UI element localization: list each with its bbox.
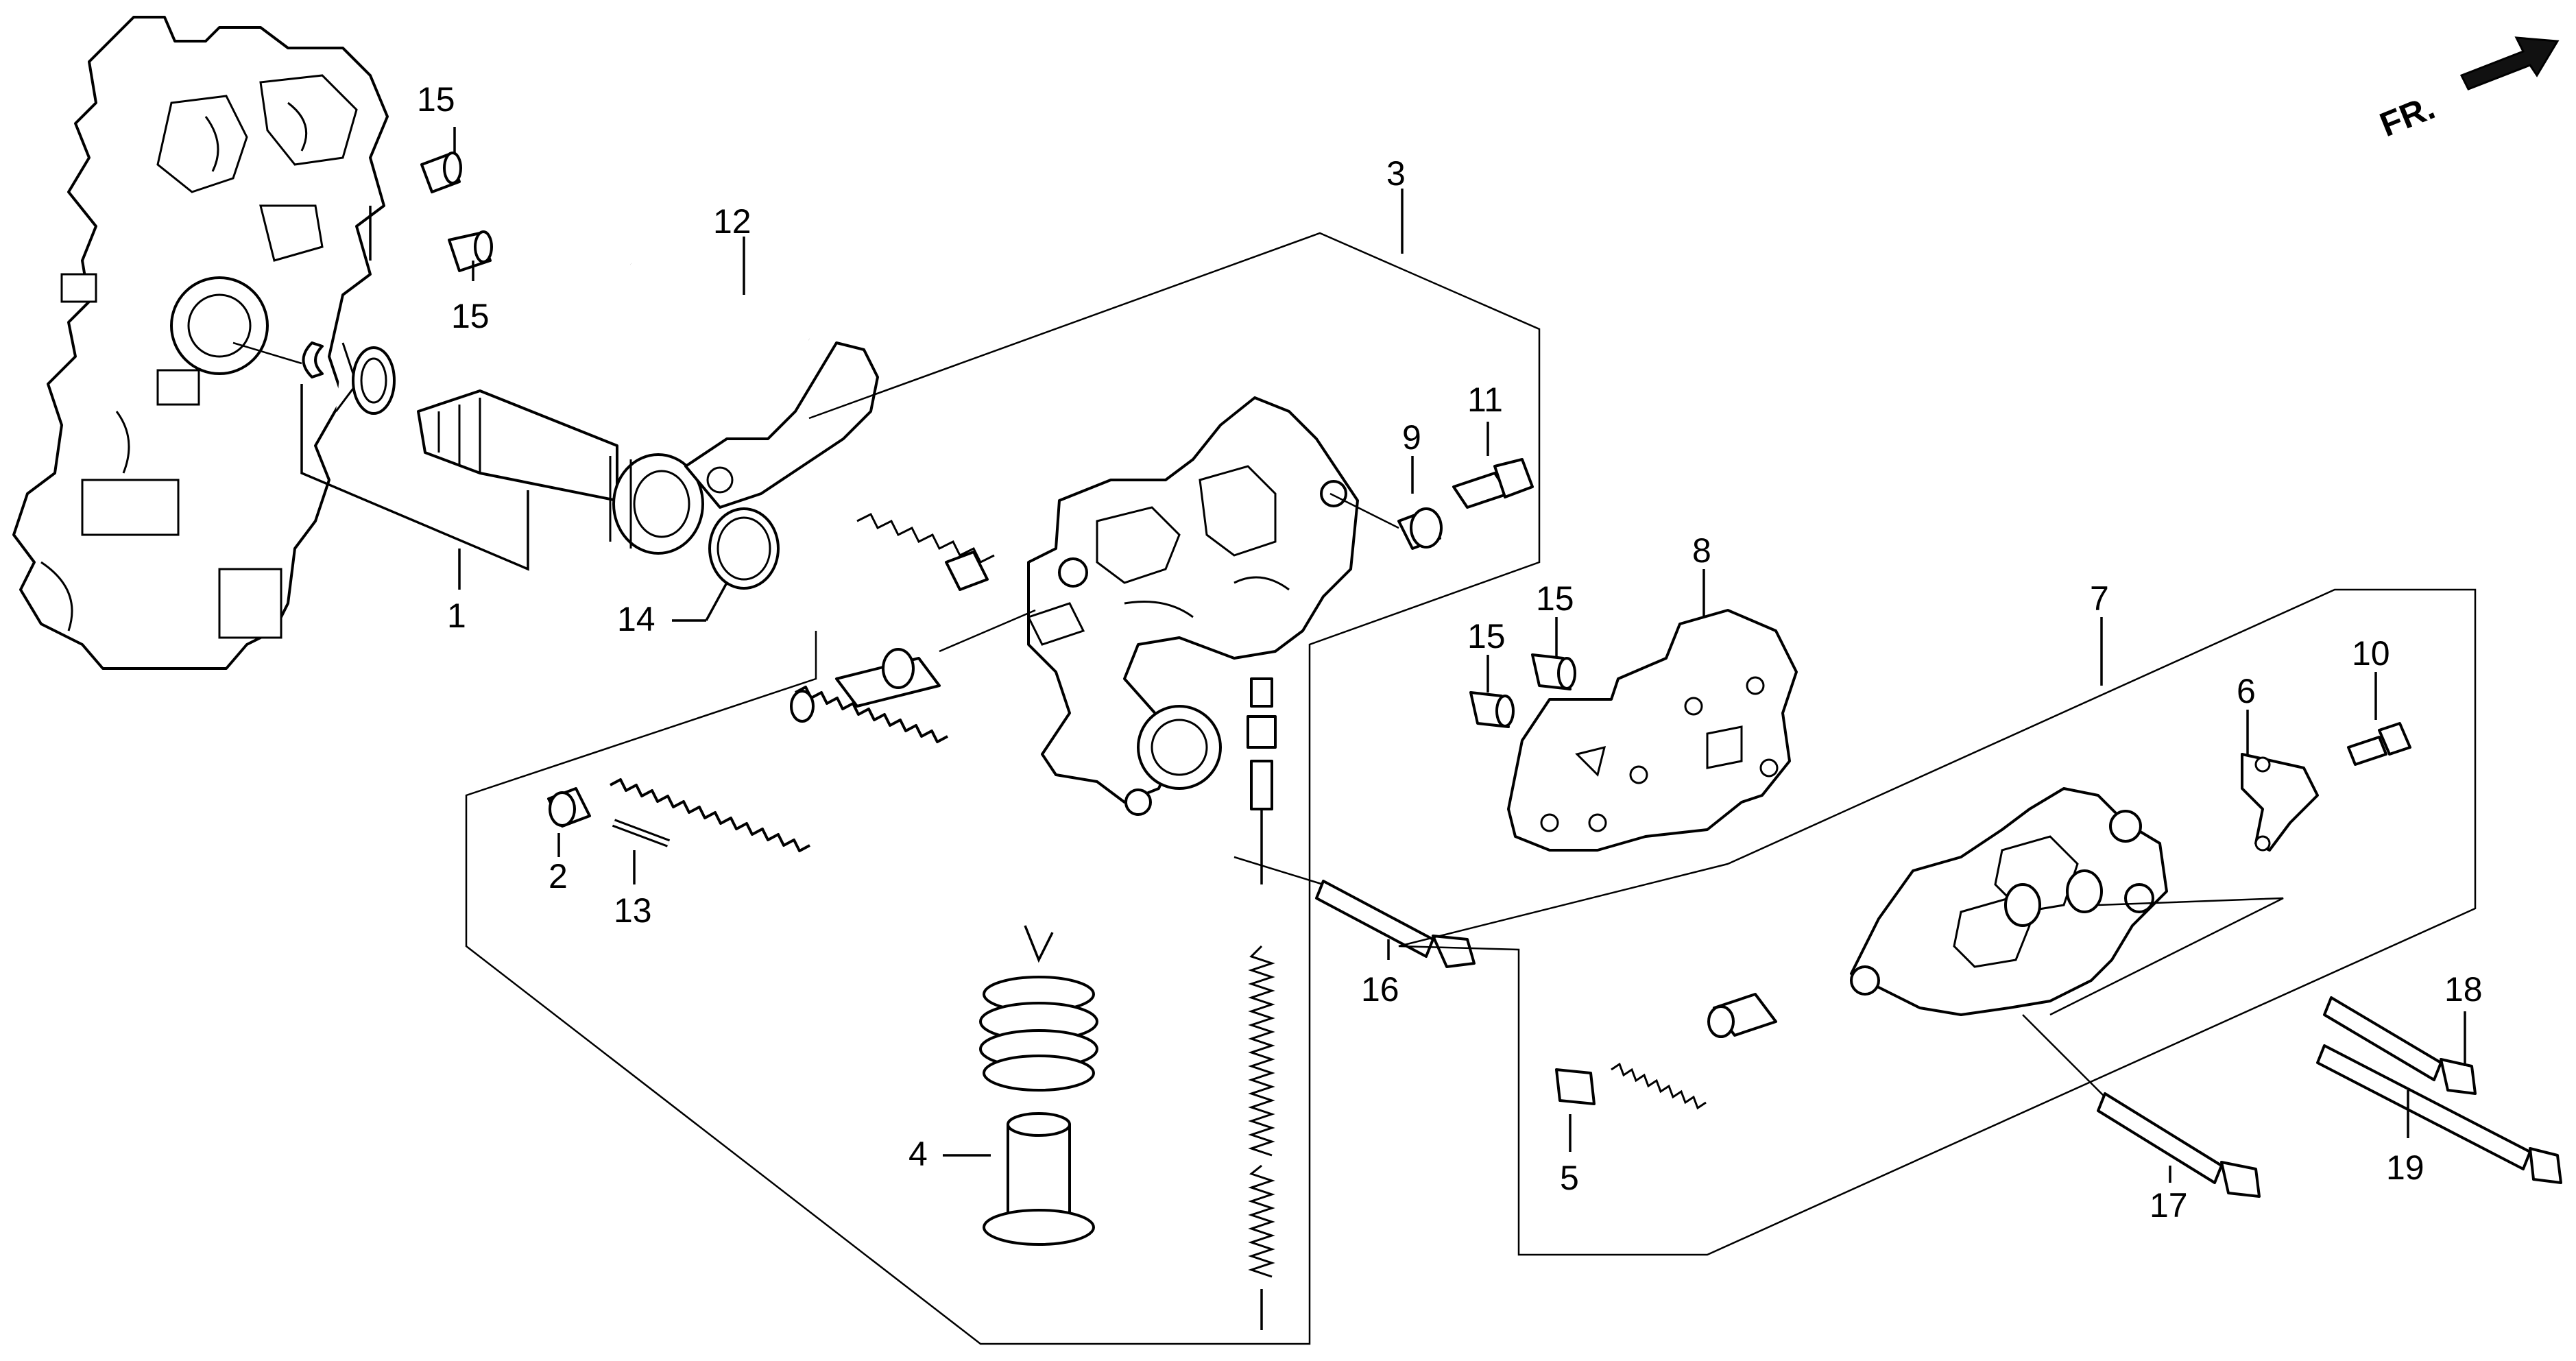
lockup-valve-body — [1850, 787, 2284, 1016]
callout-13: 13 — [614, 891, 652, 930]
callout-16: 16 — [1361, 970, 1399, 1009]
callout-10: 10 — [2352, 634, 2390, 673]
callout-8: 8 — [1692, 531, 1711, 570]
part-7-group-boundary — [1398, 588, 2477, 1256]
callout-14: 14 — [617, 600, 655, 638]
leader-lines — [453, 127, 2466, 1183]
callout-11: 11 — [1467, 381, 1503, 419]
part-8-separator-plate — [1507, 609, 1798, 852]
part-19-bolt — [2316, 1044, 2562, 1184]
callout-1: 1 — [447, 597, 466, 635]
direction-label: FR. — [2374, 88, 2440, 144]
callout-9: 9 — [1402, 418, 1421, 457]
part-5-plug — [1555, 1068, 1596, 1105]
part-13-pin — [612, 819, 671, 847]
callout-12: 12 — [713, 202, 751, 241]
part-1-shaft-assembly — [232, 341, 704, 571]
part-12-pin — [629, 262, 810, 341]
callout-7: 7 — [2090, 579, 2109, 618]
part-10-bolt — [2347, 722, 2411, 766]
regulator-valve-body — [1026, 396, 1359, 816]
detent-lever — [684, 341, 879, 509]
callout-17: 17 — [2150, 1186, 2188, 1225]
callout-18: 18 — [2444, 970, 2483, 1009]
callout-15-top: 15 — [417, 80, 455, 119]
callout-19: 19 — [2386, 1148, 2424, 1187]
callout-6: 6 — [2237, 672, 2256, 710]
callout-4: 4 — [908, 1135, 928, 1173]
front-direction-indicator: FR. — [2374, 36, 2560, 144]
transmission-housing — [12, 16, 389, 670]
part-6-bracket — [2241, 753, 2319, 852]
part-9-filter — [1329, 492, 1443, 550]
part-11-bolt — [1452, 458, 1534, 509]
callout-3: 3 — [1386, 154, 1406, 193]
part-15-dowel-pins — [420, 152, 1576, 728]
part-16-bolt — [1233, 856, 1476, 968]
callout-5: 5 — [1560, 1159, 1579, 1197]
callout-15-left: 15 — [1467, 617, 1506, 655]
callout-2: 2 — [549, 857, 568, 895]
part-17-bolt — [2022, 1014, 2261, 1198]
part-4-spring-seat — [979, 925, 1098, 1246]
part-14-o-ring — [708, 507, 780, 590]
lockup-valve-spring — [1611, 993, 1777, 1110]
part-2-plug — [547, 787, 591, 828]
part-18-bolt — [2323, 996, 2477, 1095]
valve-springs-and-spools — [610, 512, 1036, 852]
part-3-group-boundary — [465, 232, 1541, 1345]
long-valve-spring — [1247, 677, 1277, 1330]
callout-15-right: 15 — [1536, 579, 1574, 618]
front-direction-arrow-icon — [2459, 36, 2560, 91]
callout-15-upper: 15 — [451, 297, 490, 335]
callout-numbers: 15 15 12 3 11 9 1 14 2 13 4 16 8 15 15 7… — [417, 80, 2483, 1225]
